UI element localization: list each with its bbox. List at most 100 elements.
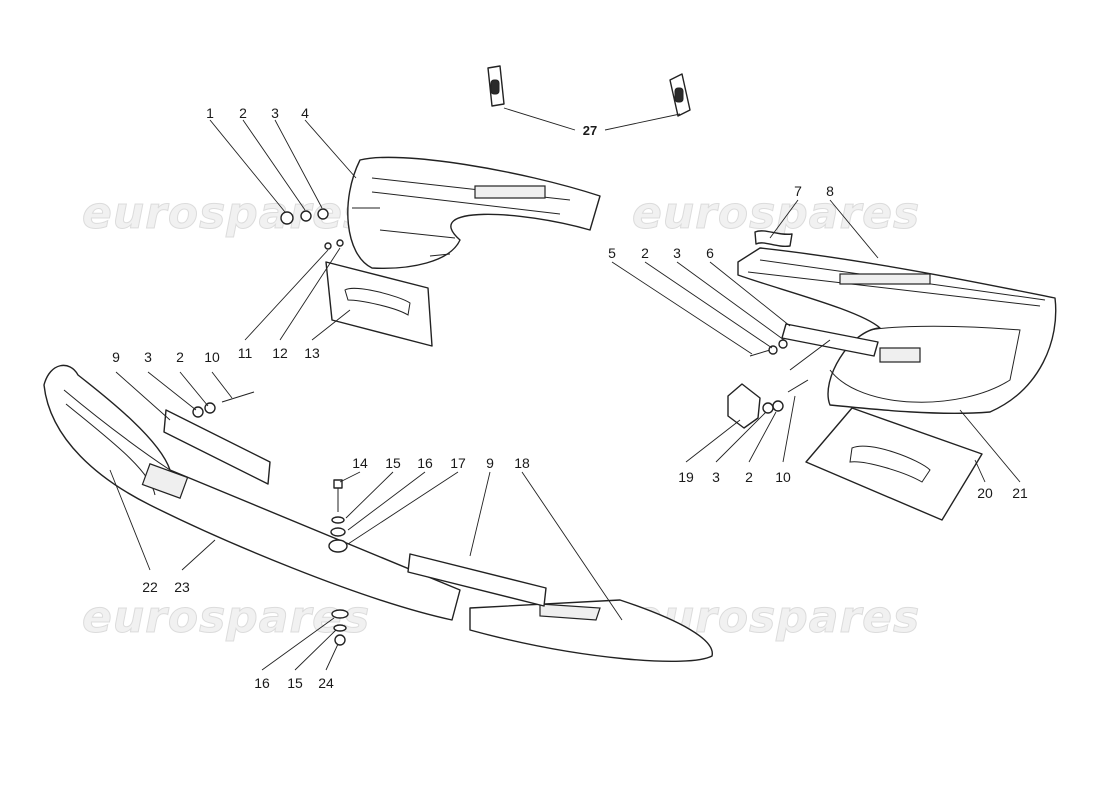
washer-3 — [317, 208, 329, 220]
nut-1 — [280, 211, 294, 225]
leader-27 — [503, 107, 681, 131]
front-bracket-part — [163, 391, 271, 485]
rear-bumper-seal — [829, 325, 1021, 403]
callout-6: 6 — [706, 245, 714, 261]
front-bracket-right-part — [407, 553, 547, 607]
callout-15: 15 — [385, 455, 401, 471]
callout-27: 27 — [583, 123, 597, 138]
bushing-17 — [328, 539, 348, 553]
callout-20: 20 — [977, 485, 993, 501]
front-bumper-upper-part — [347, 156, 601, 269]
front-plate — [325, 261, 433, 347]
bolts-5 — [749, 339, 831, 371]
washer-15-lower — [333, 624, 347, 632]
bolt-10-rear — [787, 379, 809, 393]
front-lower-bumper-left — [43, 364, 461, 621]
front-plate-cutout — [344, 287, 411, 316]
bolt-10-front — [221, 391, 255, 403]
nut-11 — [324, 242, 332, 250]
watermark-bottom-left: eurospares — [82, 592, 370, 643]
callout-3: 3 — [271, 105, 279, 121]
front-lower-bumper-right — [469, 599, 713, 663]
front-bumper-upper-bolts — [352, 207, 451, 257]
callout-3-rear: 3 — [673, 245, 681, 261]
callout-2: 2 — [239, 105, 247, 121]
callout-18: 18 — [514, 455, 530, 471]
rear-bumper-inner-slot — [879, 347, 921, 363]
leaders-9-18 — [469, 471, 623, 621]
callout-22: 22 — [142, 579, 158, 595]
callout-7: 7 — [794, 183, 802, 199]
rear-bumper-clip-7 — [754, 230, 793, 248]
rear-plate-cutout — [849, 445, 931, 483]
clip-left-slot — [490, 79, 500, 95]
leaders-rear-upper — [611, 199, 879, 355]
callout-16: 16 — [417, 455, 433, 471]
washer-3-lower — [762, 402, 774, 414]
front-lower-bumper-joint — [141, 463, 189, 499]
callout-19: 19 — [678, 469, 694, 485]
bracket-19 — [727, 383, 761, 429]
callout-9-left: 9 — [112, 349, 120, 365]
front-washers — [280, 208, 344, 250]
clip-right-slot — [674, 87, 684, 103]
callout-8: 8 — [826, 183, 834, 199]
callout-17: 17 — [450, 455, 466, 471]
callout-4: 4 — [301, 105, 309, 121]
rear-bumper-slot — [839, 273, 931, 285]
callout-3-front: 3 — [144, 349, 152, 365]
rear-bumper-part — [737, 230, 1057, 415]
washer-16-lower — [331, 609, 349, 619]
callout-14: 14 — [352, 455, 368, 471]
washer-3-rear — [778, 339, 788, 349]
front-bumper-upper-body — [347, 156, 601, 269]
leaders-rear-lower — [685, 395, 796, 463]
leaders-14-17 — [339, 471, 459, 545]
callout-10-front: 10 — [204, 349, 220, 365]
watermark-top-right: eurospares — [632, 188, 920, 239]
bracket-9-right — [407, 553, 547, 607]
leaders-11-13 — [244, 247, 351, 341]
front-lower-bumper-part — [43, 364, 713, 663]
front-lower-bumper-right-joint — [539, 603, 601, 621]
callout-group-rear: 5 2 3 6 7 8 19 3 2 10 20 21 — [608, 183, 1028, 501]
clips-part: 27 — [487, 65, 691, 138]
rear-plate — [805, 407, 983, 521]
mount-hardware-part — [328, 479, 349, 646]
callout-16-lower: 16 — [254, 675, 270, 691]
callout-2-rear-lower: 2 — [745, 469, 753, 485]
front-plate-part — [325, 261, 433, 347]
callout-group-front-upper: 1 2 3 4 11 12 13 — [206, 105, 357, 361]
leaders-16-15-24 — [261, 617, 339, 671]
callout-23: 23 — [174, 579, 190, 595]
washer-2-lower — [772, 400, 784, 412]
callout-3-rear-lower: 3 — [712, 469, 720, 485]
callout-2-front: 2 — [176, 349, 184, 365]
callout-10-rear: 10 — [775, 469, 791, 485]
leaders-1-4 — [209, 119, 357, 213]
washer-15 — [331, 516, 345, 524]
rear-bumper-body — [737, 247, 1057, 415]
callout-5: 5 — [608, 245, 616, 261]
bolt-14-head — [333, 479, 343, 489]
washer-2 — [300, 210, 312, 222]
callout-12: 12 — [272, 345, 288, 361]
leaders-20-21 — [959, 409, 1021, 483]
leaders-22-23 — [109, 469, 216, 571]
washer-12 — [336, 239, 344, 247]
bracket-9-left — [163, 409, 271, 485]
callout-21: 21 — [1012, 485, 1028, 501]
callout-2-rear: 2 — [641, 245, 649, 261]
callout-11: 11 — [238, 345, 253, 361]
rear-hardware-part — [727, 323, 879, 429]
callout-24: 24 — [318, 675, 334, 691]
callout-9-right: 9 — [486, 455, 494, 471]
washer-2-rear — [768, 345, 778, 355]
callout-15-lower: 15 — [287, 675, 303, 691]
front-bumper-upper-slot — [474, 185, 546, 199]
callout-1: 1 — [206, 105, 214, 121]
nut-24 — [334, 634, 346, 646]
callout-group-front-lower: 9 3 2 10 22 23 14 15 16 17 9 18 16 15 24 — [109, 349, 623, 691]
leaders-9-10-front — [115, 371, 233, 421]
